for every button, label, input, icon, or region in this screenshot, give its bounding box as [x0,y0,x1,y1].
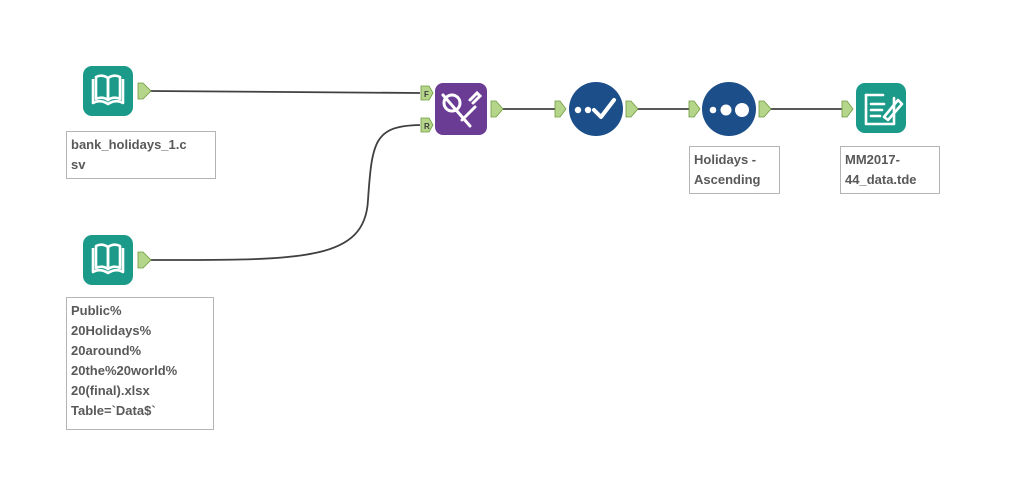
document-icon [864,93,904,126]
output-tool[interactable] [841,83,906,133]
union-tool[interactable]: F R [420,83,504,135]
union-tool-background [435,83,487,135]
connection-input1-to-union[interactable] [149,90,421,94]
book-icon [91,74,125,106]
output-anchor[interactable] [137,251,152,269]
input-anchor-f[interactable] [420,85,434,101]
anchor-r-label: R [424,122,430,131]
input-tool-2-label: Public% 20Holidays% 20around% 20the%20wo… [66,297,214,430]
input-anchor[interactable] [554,100,567,118]
input-tool-1[interactable] [83,66,152,116]
sort-tool[interactable] [688,82,772,136]
input-tool-1-label: bank_holidays_1.c sv [66,131,216,179]
output-anchor[interactable] [137,82,152,100]
anchor-f-label: F [424,90,429,99]
input-tool-2[interactable] [83,235,152,285]
select-tool-background [569,82,623,136]
book-icon [91,243,125,275]
union-icon [441,90,483,128]
output-tool-label: MM2017- 44_data.tde [840,146,940,194]
input-anchor[interactable] [841,100,854,118]
checkmark-icon [574,98,616,119]
connection-input2-to-union[interactable] [149,124,421,261]
dots-icon [709,103,749,117]
sort-tool-label: Holidays - Ascending [689,146,780,194]
input-anchor[interactable] [688,100,701,118]
input-anchor-r[interactable] [420,117,434,133]
select-tool[interactable] [554,82,639,136]
connections [149,90,843,261]
output-anchor[interactable] [490,100,504,118]
output-anchor[interactable] [625,100,639,118]
output-anchor[interactable] [758,100,772,118]
